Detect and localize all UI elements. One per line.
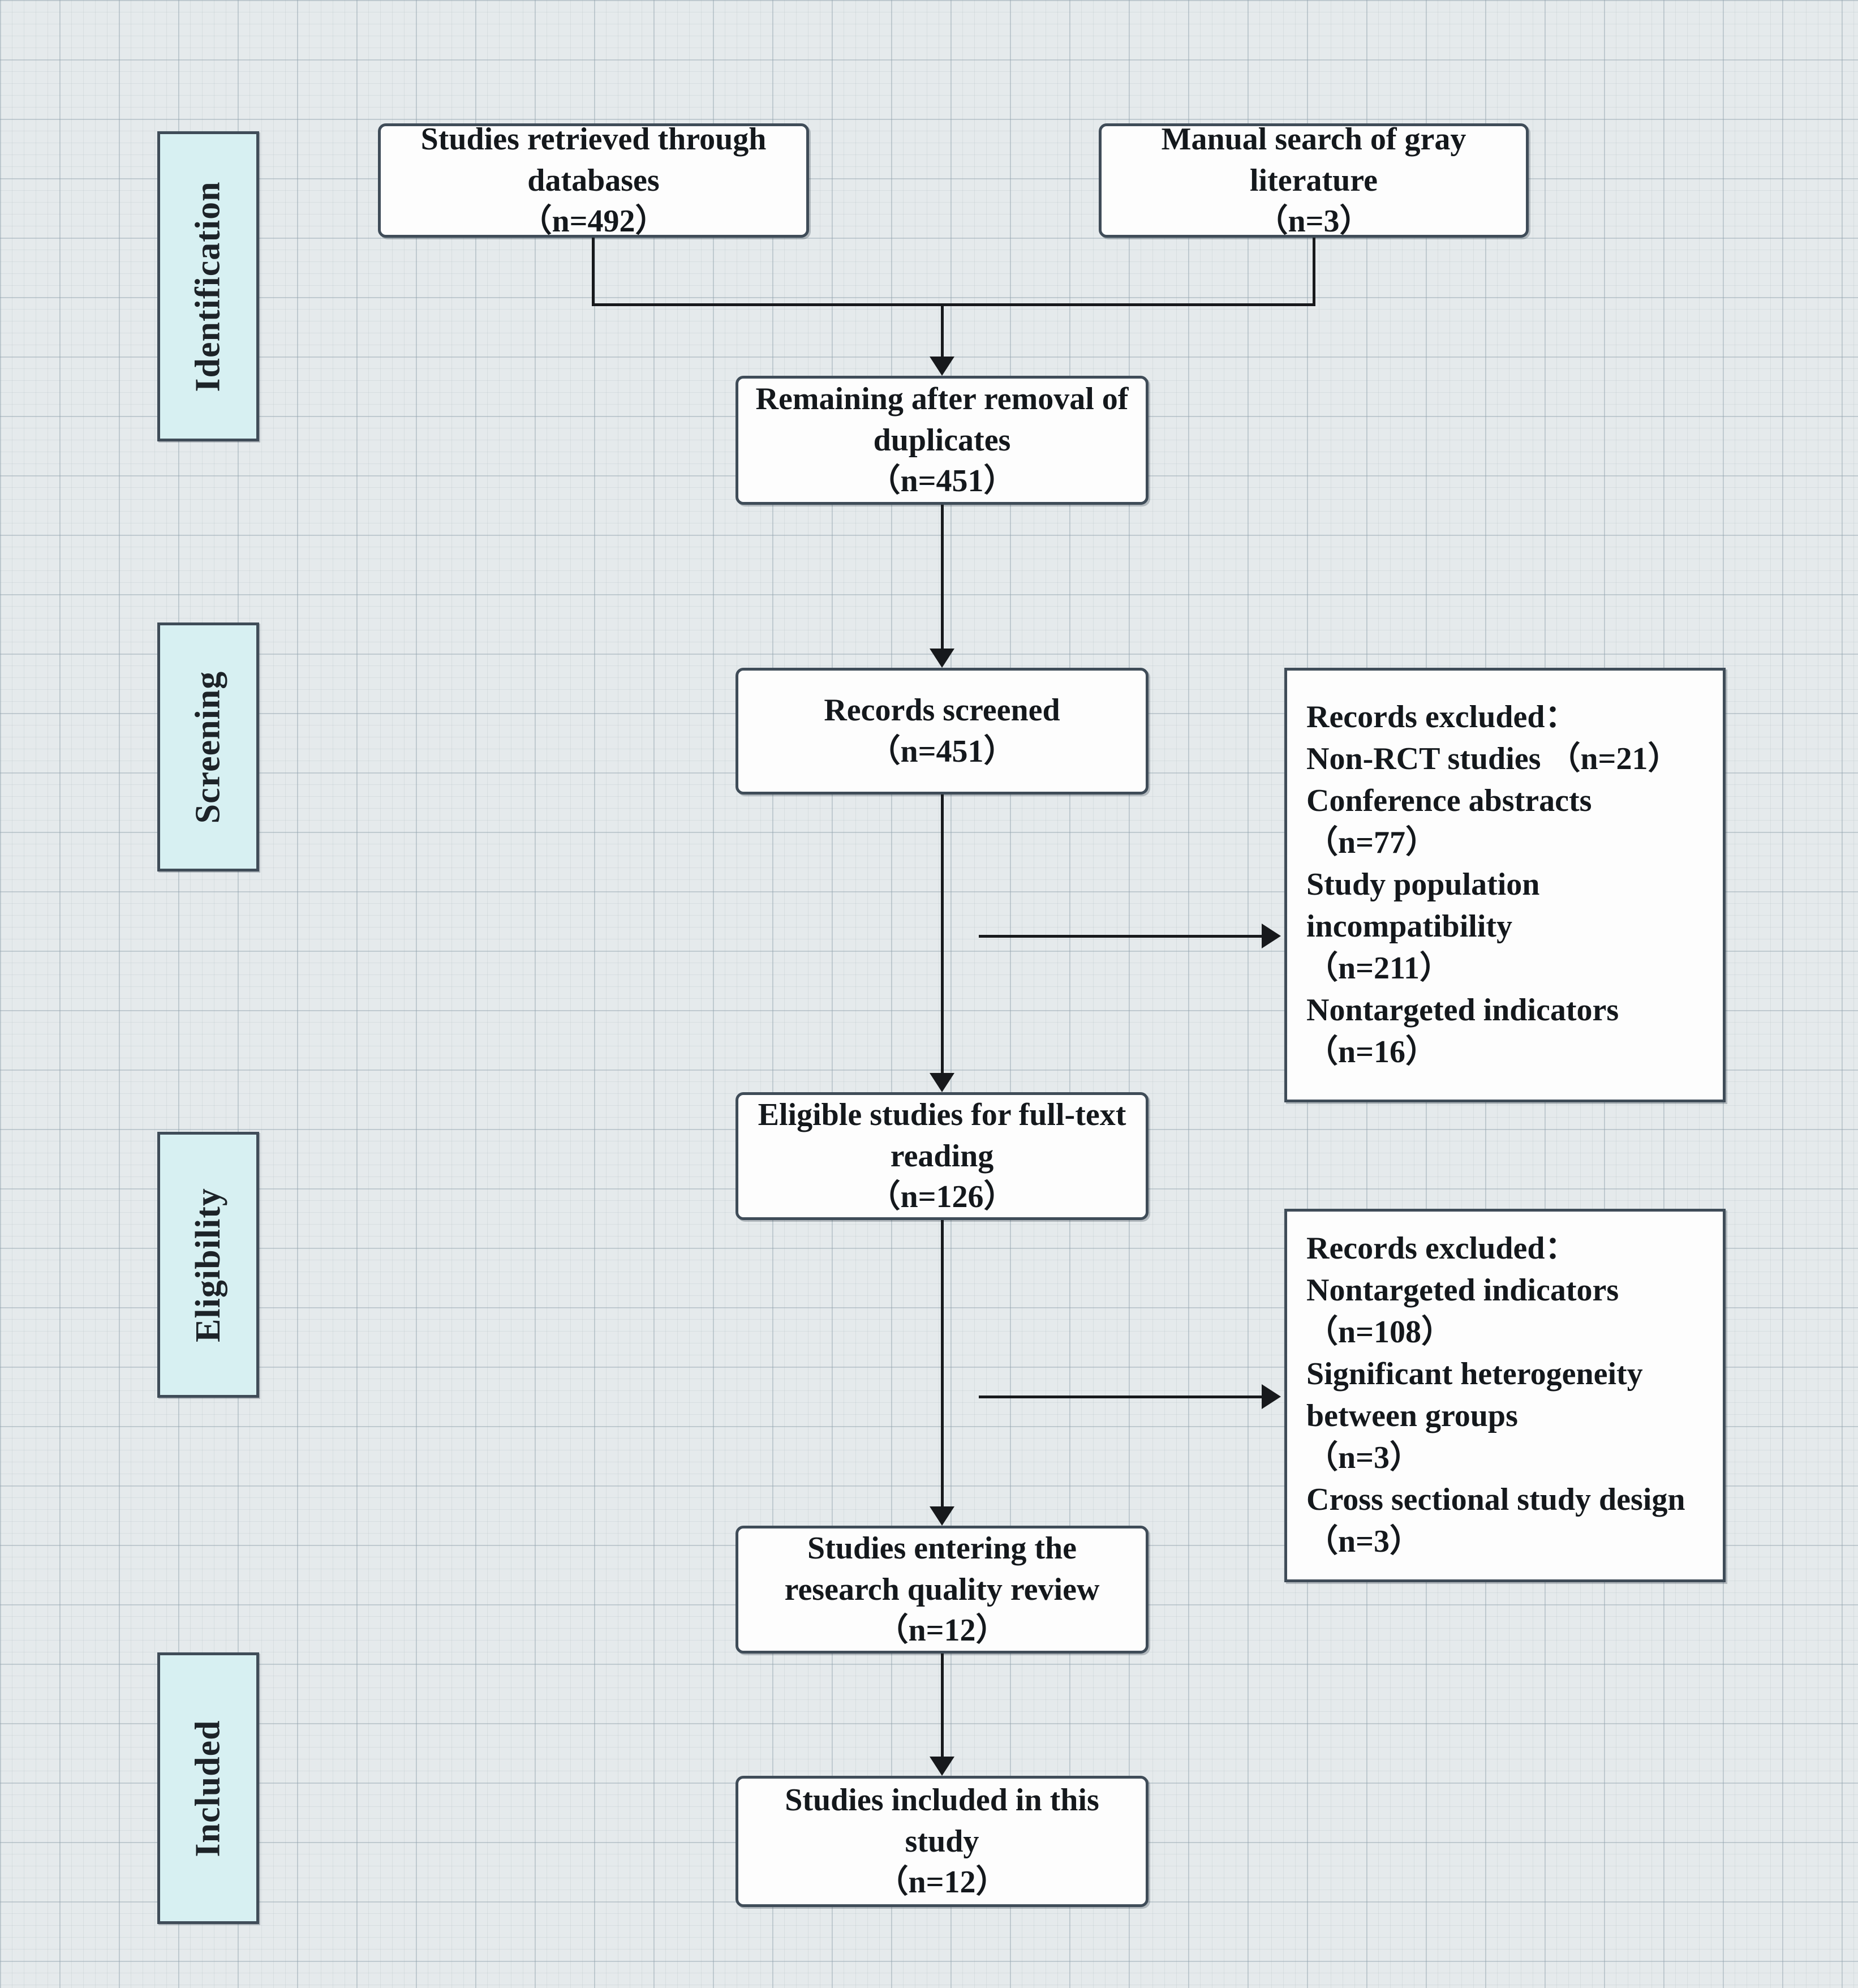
stage-chip-included: Included [157,1652,259,1924]
connector-quality-to-included [941,1654,944,1761]
node-label: Remaining after removal of duplicates （n… [755,381,1129,499]
connector-databases-down [592,238,595,306]
arrowhead-to-included [930,1757,954,1776]
exclusion-text: Records excluded： Nontargeted indicators… [1306,1231,1685,1559]
node-label: Studies retrieved through databases （n=4… [420,121,767,239]
stage-label-identification: Identification [188,181,227,392]
connector-merge-horizontal [592,303,1315,306]
node-studies-retrieved-databases: Studies retrieved through databases （n=4… [378,122,809,239]
stage-chip-screening: Screening [157,622,259,871]
node-label: Manual search of gray literature （n=3） [1161,121,1466,239]
connector-screened-to-fulltext [941,795,944,1077]
exclusion-text: Records excluded： Non-RCT studies （n=21）… [1306,699,1680,1070]
node-eligible-full-text: Eligible studies for full-text reading （… [736,1092,1149,1220]
arrowhead-to-fulltext [930,1073,954,1092]
stage-chip-eligibility: Eligibility [157,1132,259,1398]
connector-screening-exclusion [979,935,1265,938]
exclusion-box-screening: Records excluded： Non-RCT studies （n=21）… [1284,668,1726,1102]
node-records-screened: Records screened （n=451） [736,668,1149,795]
arrowhead-to-eligibility-exclusion [1262,1384,1281,1409]
node-studies-quality-review: Studies entering the research quality re… [736,1526,1149,1654]
node-label: Studies entering the research quality re… [784,1530,1100,1648]
connector-deduped-to-screened [941,505,944,653]
arrowhead-to-screening-exclusion [1262,924,1281,948]
node-remaining-after-duplicates: Remaining after removal of duplicates （n… [736,376,1149,505]
node-label: Studies included in this study （n=12） [785,1782,1099,1900]
connector-eligibility-exclusion [979,1396,1265,1398]
connector-merge-down [941,303,944,361]
stage-label-included: Included [188,1719,227,1857]
arrowhead-to-deduped [930,357,954,376]
connector-gray-down [1313,238,1315,306]
node-manual-search-gray-literature: Manual search of gray literature （n=3） [1099,122,1529,239]
node-studies-included: Studies included in this study （n=12） [736,1776,1149,1907]
node-label: Eligible studies for full-text reading （… [758,1097,1126,1215]
stage-chip-identification: Identification [157,131,259,441]
stage-label-screening: Screening [188,671,227,823]
arrowhead-to-quality [930,1506,954,1526]
connector-fulltext-to-quality [941,1220,944,1511]
node-label: Records screened （n=451） [824,693,1060,769]
arrowhead-to-screened [930,649,954,668]
exclusion-box-eligibility: Records excluded： Nontargeted indicators… [1284,1209,1726,1582]
stage-label-eligibility: Eligibility [188,1187,227,1342]
